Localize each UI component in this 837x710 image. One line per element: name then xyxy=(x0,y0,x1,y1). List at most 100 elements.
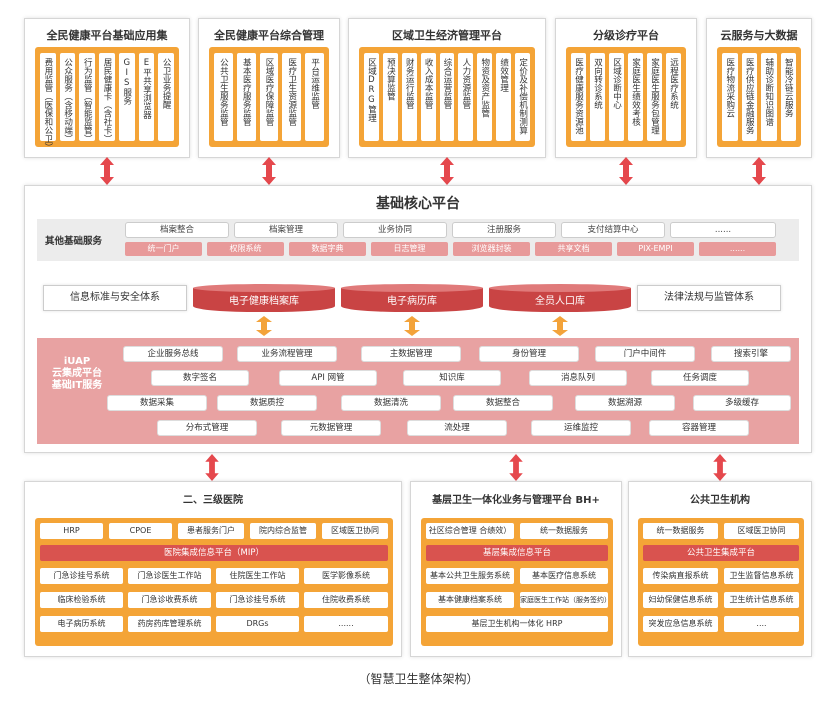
law-regulation-box[interactable]: 法律法规与监管体系 xyxy=(637,285,781,311)
system-chip[interactable]: 基本健康档案系统 xyxy=(426,592,514,608)
module-cell[interactable]: 物资及资产监管 xyxy=(477,53,493,141)
system-chip[interactable]: 院内综合监管 xyxy=(250,523,316,539)
system-chip[interactable]: 门急诊收费系统 xyxy=(128,592,211,608)
it-service-chip[interactable]: API 网管 xyxy=(279,370,377,386)
module-cell[interactable]: 区域诊断中心 xyxy=(609,53,624,141)
service-chip[interactable]: 业务协同 xyxy=(343,222,447,238)
it-service-chip[interactable]: 身份管理 xyxy=(479,346,579,362)
it-service-chip[interactable]: 数据清洗 xyxy=(341,395,441,411)
module-cell[interactable]: 医疗供应链金融服务 xyxy=(741,53,757,141)
system-chip[interactable]: CPOE xyxy=(109,523,172,539)
module-cell[interactable]: E平共享浏览器 xyxy=(138,53,155,141)
module-cell[interactable]: 定价及补偿机制测算 xyxy=(515,53,531,141)
system-chip[interactable]: 基本医疗信息系统 xyxy=(520,568,608,584)
module-cell[interactable]: 收入成本监管 xyxy=(420,53,436,141)
it-service-chip[interactable]: 业务流程管理 xyxy=(237,346,337,362)
service-chip[interactable]: 数据字典 xyxy=(289,242,366,256)
system-chip[interactable]: 临床检验系统 xyxy=(40,592,123,608)
it-service-chip[interactable]: 元数据管理 xyxy=(281,420,381,436)
system-chip[interactable]: 住院医生工作站 xyxy=(216,568,299,584)
system-chip[interactable]: DRGs xyxy=(216,616,299,632)
module-cell[interactable]: 基本医疗服务监管 xyxy=(236,53,256,141)
service-chip[interactable]: ...... xyxy=(670,222,776,238)
it-service-chip[interactable]: 主数据管理 xyxy=(361,346,461,362)
it-service-chip[interactable]: 知识库 xyxy=(403,370,501,386)
system-chip[interactable]: 统一数据服务 xyxy=(520,523,608,539)
module-cell[interactable]: 医疗健康服务资源池 xyxy=(571,53,586,141)
it-service-chip[interactable]: 门户中间件 xyxy=(595,346,695,362)
system-chip[interactable]: 基本公共卫生服务系统 xyxy=(426,568,514,584)
it-service-chip[interactable]: 运维监控 xyxy=(531,420,631,436)
integration-platform-bar[interactable]: 基层集成信息平台 xyxy=(426,545,608,561)
module-cell[interactable]: 远程医疗系统 xyxy=(666,53,681,141)
service-chip[interactable]: 权限系统 xyxy=(207,242,284,256)
system-chip[interactable]: 家庭医生工作站（服务签约） xyxy=(520,592,608,608)
system-chip[interactable]: 药房药库管理系统 xyxy=(128,616,211,632)
module-cell[interactable]: 公卫业务提醒 xyxy=(158,53,175,141)
it-service-chip[interactable]: 搜索引擎 xyxy=(711,346,791,362)
module-cell[interactable]: 辅助诊断知识图谱 xyxy=(761,53,777,141)
database-population[interactable]: 全员人口库 xyxy=(489,284,631,312)
module-cell[interactable]: 费用监管（医保和公卫） xyxy=(40,53,56,152)
it-service-chip[interactable]: 消息队列 xyxy=(529,370,627,386)
module-cell[interactable]: 双向转诊系统 xyxy=(590,53,605,141)
module-cell[interactable]: GIS服务 xyxy=(118,53,135,141)
module-cell[interactable]: 公共卫生服务监管 xyxy=(214,53,233,141)
system-chip[interactable]: 患者服务门户 xyxy=(178,523,244,539)
it-service-chip[interactable]: 任务调度 xyxy=(651,370,749,386)
module-cell[interactable]: 绩效管理 xyxy=(496,53,512,141)
service-chip[interactable]: 统一门户 xyxy=(125,242,202,256)
service-chip[interactable]: 档案整合 xyxy=(125,222,229,238)
module-cell[interactable]: 人力资源监管 xyxy=(458,53,474,141)
standards-security-box[interactable]: 信息标准与安全体系 xyxy=(43,285,187,311)
service-chip[interactable]: 共享文档 xyxy=(535,242,612,256)
service-chip[interactable]: 档案管理 xyxy=(234,222,338,238)
module-cell[interactable]: 家庭医生服务包管理 xyxy=(647,53,662,141)
it-service-chip[interactable]: 数据质控 xyxy=(217,395,317,411)
system-chip[interactable]: 医学影像系统 xyxy=(304,568,388,584)
service-chip[interactable]: 注册服务 xyxy=(452,222,556,238)
system-chip[interactable]: 妇幼保健信息系统 xyxy=(643,592,718,608)
system-chip[interactable]: 社区综合管理 合绩效） xyxy=(426,523,514,539)
service-chip[interactable]: 浏览器封装 xyxy=(453,242,530,256)
service-chip[interactable]: 日志管理 xyxy=(371,242,448,256)
module-cell[interactable]: 行为监管（智能监管） xyxy=(79,53,96,143)
system-chip[interactable]: .... xyxy=(724,616,799,632)
system-chip[interactable]: 门急诊医生工作站 xyxy=(128,568,211,584)
system-chip[interactable]: ...... xyxy=(304,616,388,632)
it-service-chip[interactable]: 数字签名 xyxy=(151,370,249,386)
service-chip[interactable]: ...... xyxy=(699,242,776,256)
it-service-chip[interactable]: 数据采集 xyxy=(107,395,207,411)
module-cell[interactable]: 区域医疗保障监管 xyxy=(259,53,279,141)
system-chip[interactable]: HRP xyxy=(40,523,103,539)
module-cell[interactable]: 预决算监管 xyxy=(382,53,398,141)
database-emr[interactable]: 电子病历库 xyxy=(341,284,483,312)
it-service-chip[interactable]: 容器管理 xyxy=(649,420,749,436)
module-cell[interactable]: 财务运行监管 xyxy=(401,53,417,141)
database-health-records[interactable]: 电子健康档案库 xyxy=(193,284,335,312)
system-chip[interactable]: 统一数据服务 xyxy=(643,523,718,539)
module-cell[interactable]: 区域DRG管理 xyxy=(364,53,379,141)
system-chip[interactable]: 电子病历系统 xyxy=(40,616,123,632)
system-chip[interactable]: 卫生监督信息系统 xyxy=(724,568,799,584)
system-chip[interactable]: 基层卫生机构一体化 HRP xyxy=(426,616,608,632)
it-service-chip[interactable]: 多级缓存 xyxy=(693,395,791,411)
system-chip[interactable]: 区域医卫协同 xyxy=(322,523,388,539)
system-chip[interactable]: 门急诊挂号系统 xyxy=(40,568,123,584)
system-chip[interactable]: 门急诊挂号系统 xyxy=(216,592,299,608)
module-cell[interactable]: 医疗物流采购云 xyxy=(722,53,738,141)
system-chip[interactable]: 突发应急信息系统 xyxy=(643,616,718,632)
integration-platform-bar[interactable]: 公共卫生集成平台 xyxy=(643,545,799,561)
service-chip[interactable]: 支付结算中心 xyxy=(561,222,665,238)
module-cell[interactable]: 居民健康卡（含社卡） xyxy=(99,53,115,143)
module-cell[interactable]: 综合运营监管 xyxy=(439,53,455,141)
module-cell[interactable]: 医疗卫生资源监管 xyxy=(282,53,302,141)
module-cell[interactable]: 家庭医生绩效考核 xyxy=(628,53,643,141)
it-service-chip[interactable]: 企业服务总线 xyxy=(123,346,223,362)
it-service-chip[interactable]: 流处理 xyxy=(407,420,507,436)
system-chip[interactable]: 住院收费系统 xyxy=(304,592,388,608)
module-cell[interactable]: 平台运维监管 xyxy=(305,53,324,141)
it-service-chip[interactable]: 分布式管理 xyxy=(157,420,257,436)
integration-platform-bar[interactable]: 医院集成信息平台（MIP） xyxy=(40,545,388,561)
module-cell[interactable]: 智能冷链云服务 xyxy=(780,53,796,141)
